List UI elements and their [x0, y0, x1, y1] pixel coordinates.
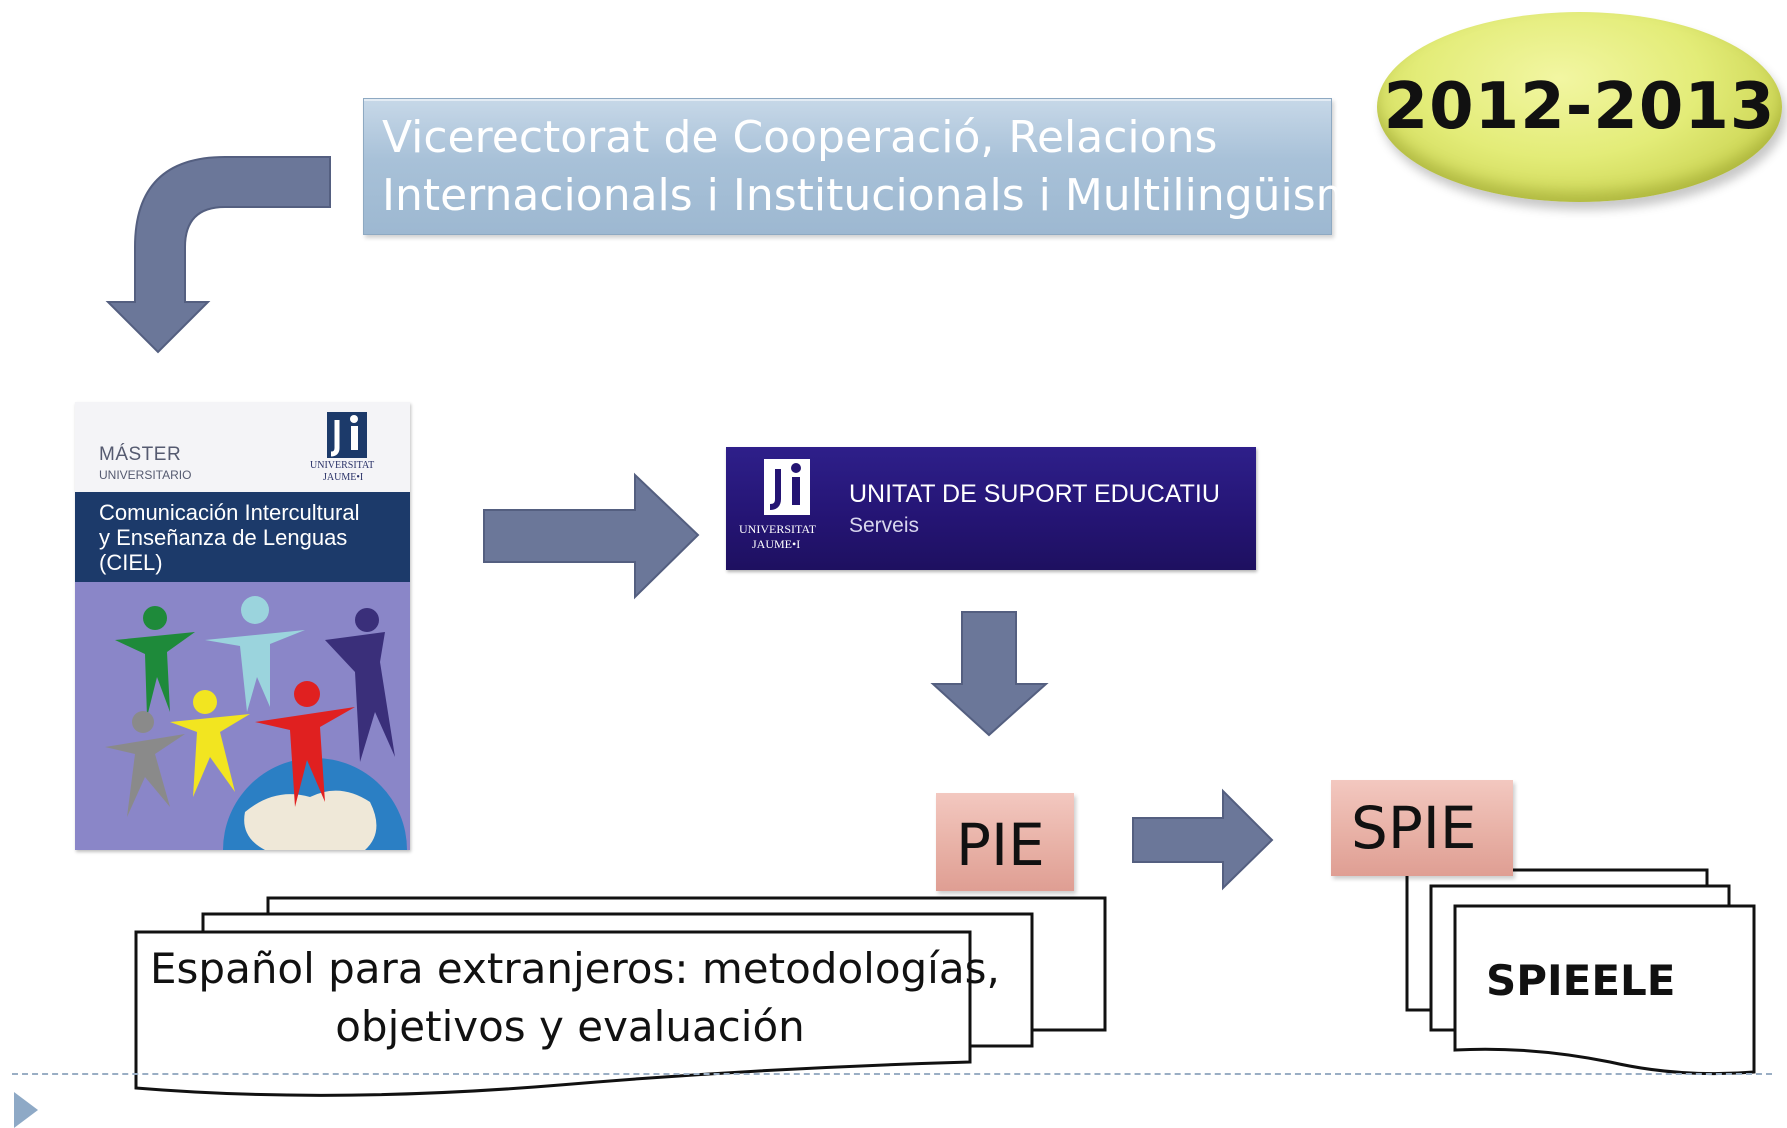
spieele-label: SPIEELE [1486, 956, 1676, 1005]
spie-label: SPIE [1351, 794, 1477, 862]
right-arrow-book-to-unitat [483, 472, 700, 600]
unitat-suport-educatiu-banner: UNIVERSITAT JAUME•I UNITAT DE SUPORT EDU… [726, 447, 1256, 570]
documents-text: Español para extranjeros: metodologías, … [150, 940, 1000, 1056]
play-marker-icon [14, 1092, 38, 1128]
year-ellipse: 2012-2013 [1377, 12, 1782, 202]
vicerectorat-line2: Internacionals i Institucionals i Multil… [382, 170, 1386, 221]
documents-line2: objetivos y evaluación [335, 1002, 805, 1051]
book-title-line2: y Enseñanza de Lenguas [99, 525, 348, 550]
book-universitario-label: UNIVERSITARIO [99, 468, 192, 482]
down-arrow-unitat-to-pie [930, 611, 1049, 737]
unitat-logo-text-1: UNIVERSITAT [739, 522, 817, 536]
unitat-subtitle: Serveis [849, 514, 920, 537]
vicerectorat-banner: Vicerectorat de Cooperació, Relacions In… [363, 98, 1386, 235]
vicerectorat-line1: Vicerectorat de Cooperació, Relacions [382, 112, 1218, 163]
pie-box: PIE [936, 793, 1074, 891]
people-figures [105, 596, 395, 817]
book-logo-text-1: UNIVERSITAT [310, 460, 375, 471]
curved-arrow [105, 156, 331, 354]
pie-label: PIE [956, 811, 1045, 879]
book-people-illustration [105, 596, 407, 850]
unitat-logo-text-2: JAUME•I [752, 537, 801, 551]
book-logo-text-2: JAUME•I [323, 472, 364, 483]
spie-box: SPIE [1331, 780, 1513, 876]
year-label: 2012-2013 [1383, 70, 1776, 144]
bottom-divider [12, 1073, 1772, 1075]
book-master-label: MÁSTER [99, 444, 182, 465]
book-title-line3: (CIEL) [99, 550, 163, 575]
document-stack-left [134, 896, 1107, 1097]
book-title-band [75, 492, 410, 582]
uji-logo-icon [327, 412, 367, 458]
uji-logo-icon [764, 459, 810, 515]
book-title: Comunicación Intercultural y Enseñanza d… [99, 500, 399, 575]
document-stack-right [1405, 868, 1756, 1076]
master-book-cover: MÁSTER UNIVERSITARIO UNIVERSITAT JAUME•I… [75, 402, 410, 850]
unitat-title: UNITAT DE SUPORT EDUCATIU [849, 480, 1220, 508]
right-arrow-pie-to-spie [1132, 788, 1274, 891]
documents-line1: Español para extranjeros: metodologías, [150, 944, 1000, 993]
vicerectorat-text: Vicerectorat de Cooperació, Relacions In… [382, 109, 1386, 225]
book-title-line1: Comunicación Intercultural [99, 500, 360, 525]
